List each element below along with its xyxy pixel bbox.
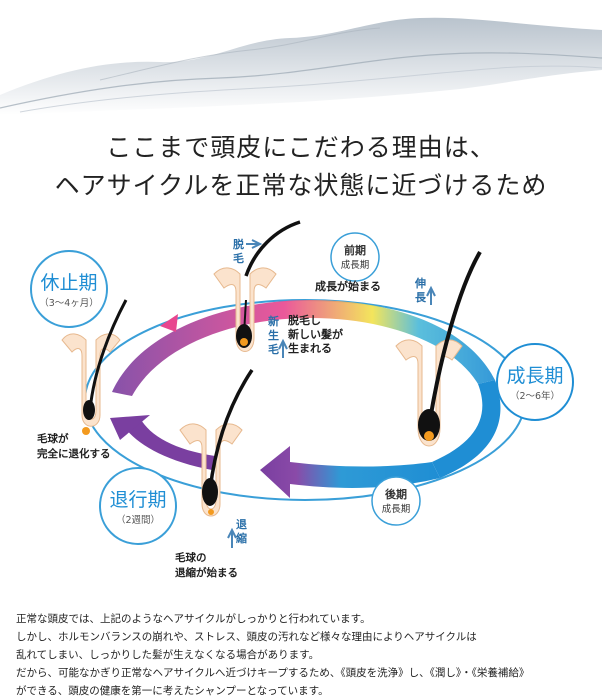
body-line-4: だから、可能なかぎり正常なヘアサイクルへ近づけキープするため、《頭皮を洗浄》し、… [16, 667, 530, 679]
follicle-regression [179, 369, 254, 517]
water-splash-header [0, 17, 602, 115]
extend-label-2: 長 [415, 291, 427, 304]
new-hair-arrow [278, 338, 288, 358]
shed-new-label-3: 生まれる [288, 341, 332, 355]
body-line-1: 正常な頭皮では、上記のようなヘアサイクルがしっかりと行われています。 [16, 613, 371, 625]
contract-arrow [227, 527, 237, 548]
early-growth-label-1: 前期 [344, 243, 366, 257]
phase-growth [496, 343, 574, 421]
resting-phase-name: 休止期 [40, 272, 97, 294]
bulb-regression-label-2: 完全に退化する [37, 447, 111, 460]
contract-label-2: 縮 [236, 531, 247, 545]
cycle-arrow-upper [160, 314, 178, 332]
cycle-arc-upper [112, 300, 495, 396]
phase-late-growth-bubble [371, 476, 421, 526]
shed-label-2: 毛 [233, 251, 244, 265]
hair-cycle-diagram: 休止期 （3〜4ヶ月） 成長期 （2〜6年） 退行期 （2週間） 前期 成長期 … [30, 220, 574, 579]
shed-label-1: 脱 [233, 237, 244, 251]
late-growth-label-2: 成長期 [382, 503, 411, 515]
body-text: 正常な頭皮では、上記のようなヘアサイクルがしっかりと行われています。 しかし、ホ… [16, 610, 591, 700]
shed-arrow [246, 239, 263, 249]
phase-early-growth-bubble [330, 232, 380, 282]
body-line-5: ができる、頭皮の健康を第一に考えたシャンプーとなっています。 [16, 685, 329, 697]
new-hair-label-2: 生 [268, 328, 279, 342]
growth-phase-name: 成長期 [506, 365, 563, 387]
growth-start-label: 成長が始まる [315, 279, 381, 293]
phase-resting [30, 250, 108, 328]
follicle-new-hair [213, 220, 301, 352]
extend-arrow [426, 285, 436, 305]
cycle-arc-left [120, 418, 215, 470]
regression-phase-name: 退行期 [109, 489, 166, 511]
body-line-3: 乱れてしまい、しっかりした髪が生えなくなる場合があります。 [16, 649, 320, 661]
new-hair-label-3: 毛 [268, 342, 279, 356]
heading-line-2: ヘアサイクルを正常な状態に近づけるため [54, 171, 548, 200]
bulb-regression-label-1: 毛球が [37, 432, 69, 445]
resting-phase-period: （3〜4ヶ月） [39, 297, 99, 309]
body-line-2: しかし、ホルモンバランスの崩れや、ストレス、頭皮の汚れなど様々な理由によりヘアサ… [16, 631, 477, 643]
extend-label-1: 伸 [414, 276, 426, 290]
heading-line-1: ここまで頭皮にこだわる理由は、 [106, 133, 496, 162]
growth-phase-period: （2〜6年） [510, 390, 560, 402]
cycle-arrow-left [110, 415, 150, 440]
early-growth-label-2: 成長期 [341, 259, 370, 271]
contract-label-1: 退 [236, 517, 247, 531]
bulb-contract-label-1: 毛球の [175, 551, 207, 564]
bulb-contract-label-2: 退縮が始まる [175, 566, 238, 579]
new-hair-label-1: 新 [268, 314, 279, 328]
follicle-growth [395, 250, 482, 447]
regression-phase-period: （2週間） [116, 514, 160, 526]
follicle-resting [61, 299, 128, 435]
phase-regression [99, 467, 177, 545]
shed-new-label-2: 新しい髪が [288, 327, 343, 341]
cycle-arc-right [432, 380, 501, 478]
shed-new-label-1: 脱毛し [288, 313, 321, 327]
late-growth-label-1: 後期 [385, 487, 407, 501]
